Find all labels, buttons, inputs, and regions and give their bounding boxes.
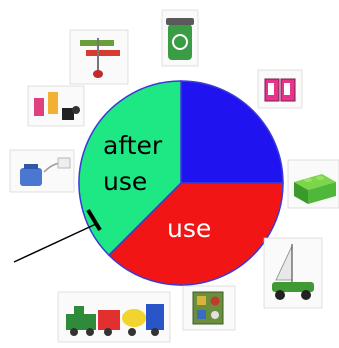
pointer-tick	[86, 208, 102, 232]
segment-label-use: use	[167, 214, 211, 243]
pie-slice-use	[107, 182, 284, 286]
toy-train-icon	[57, 291, 171, 343]
packaging-boxes-icon	[257, 69, 303, 109]
water-tank-icon	[9, 149, 75, 193]
crane-sign-icon	[69, 29, 129, 85]
segment-label-after-use-line1: after	[103, 131, 163, 160]
recycling-bin-icon	[161, 9, 199, 67]
segment-label-after-use-line2: use	[103, 167, 147, 196]
pie-slice-before-use	[180, 80, 284, 184]
battery-icon	[27, 85, 85, 127]
green-brick-icon	[287, 159, 339, 209]
pointer-line	[13, 223, 97, 263]
lifecycle-pie	[78, 80, 284, 286]
pie-slice-after-use	[78, 80, 182, 257]
sailboat-car-icon	[263, 237, 323, 309]
shape-sorter-icon	[182, 285, 236, 331]
